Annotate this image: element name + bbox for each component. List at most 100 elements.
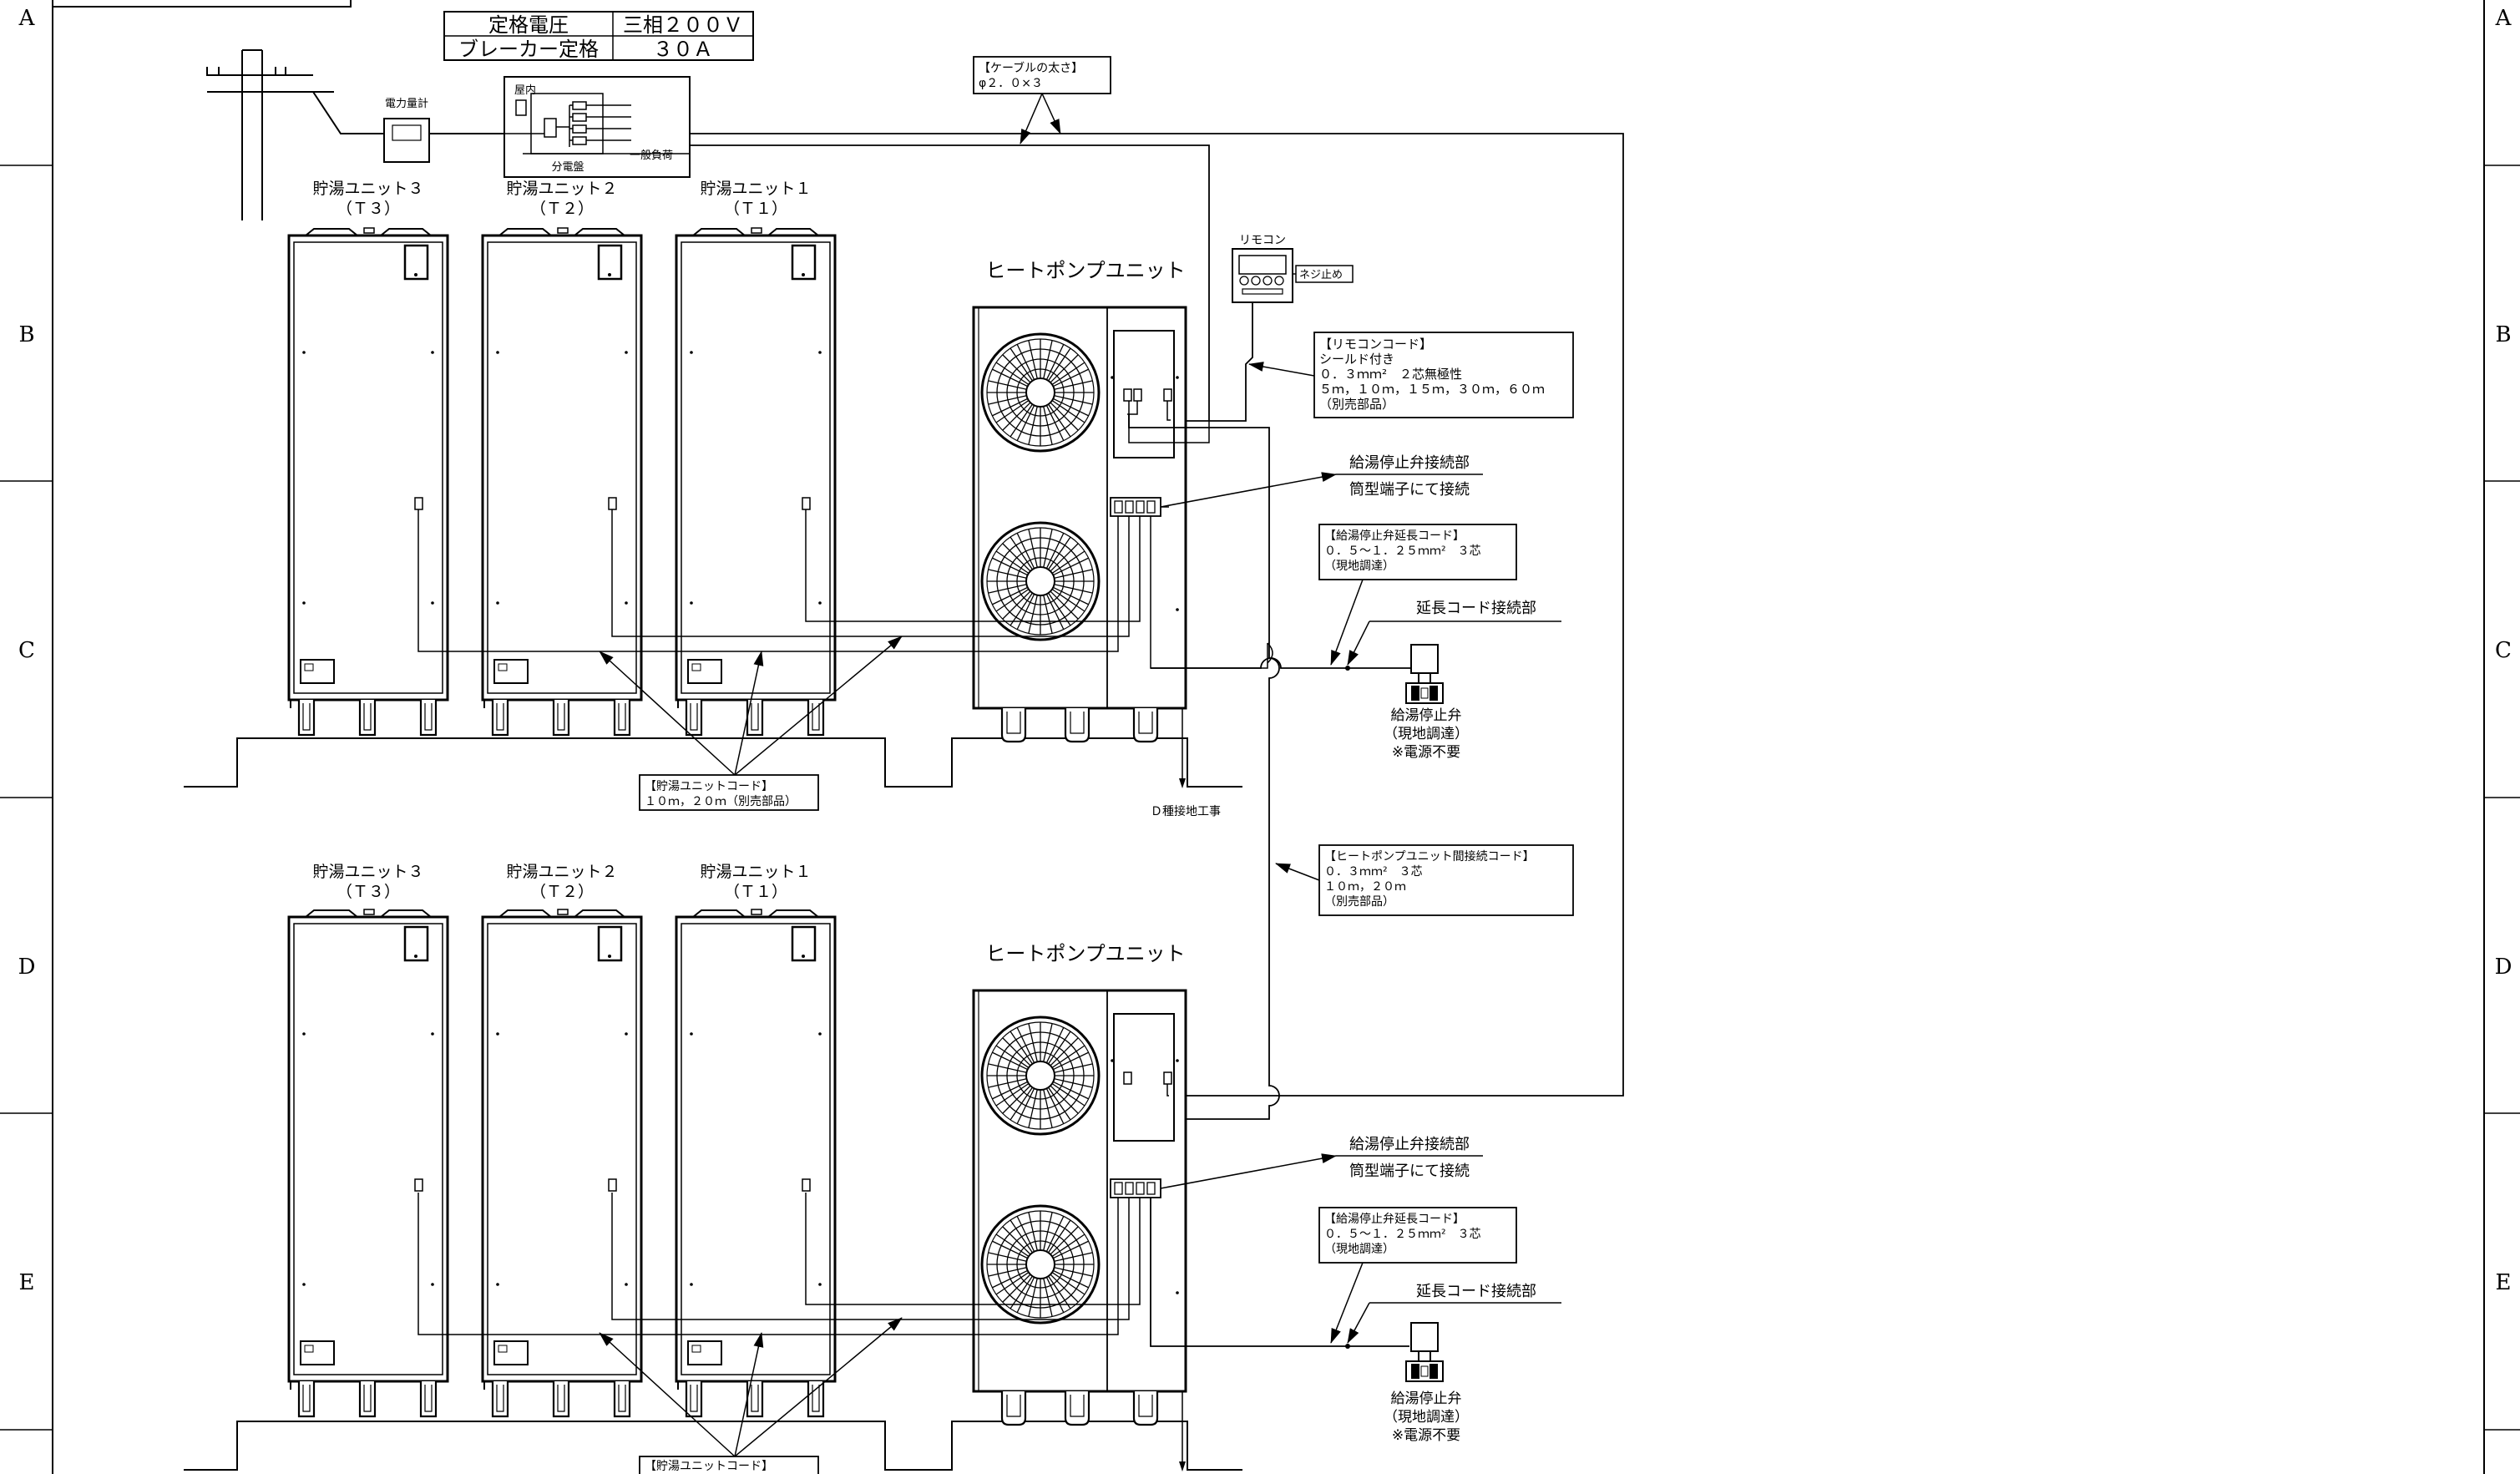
upper-heat-pump: ヒートポンプユニット — [974, 259, 1186, 742]
lower-valve-ext-cord-spec: ０．５～１．２５ｍｍ² ３芯 — [1324, 1228, 1481, 1241]
remote-cord-note: （別売部品） — [1319, 397, 1394, 412]
lower-tank-t2-code: （Ｔ２） — [530, 883, 594, 901]
upper-tank-cord-callout: 【貯湯ユニットコード】 １０ｍ，２０ｍ（別売部品） — [599, 636, 903, 811]
row-label-a-right: A — [2495, 6, 2512, 31]
hp-link-line — [1128, 414, 1280, 1120]
lower-tank-t3: 貯湯ユニット３ （Ｔ３） — [287, 863, 449, 1418]
distribution-panel: 屋内 分電盤 一般負荷 — [503, 76, 691, 178]
lower-tank-t1: 貯湯ユニット１ （Ｔ１） — [675, 863, 837, 1418]
upper-system: 貯湯ユニット３ （Ｔ３） 貯湯ユニット２ （Ｔ２） 貯湯ユニット１ （Ｔ１） ヒ… — [184, 180, 1561, 818]
row-label-c-left: C — [18, 638, 35, 663]
lower-tank-t1-label: 貯湯ユニット１ — [700, 863, 811, 881]
lower-tank-cord-callout: 【貯湯ユニットコード】 — [599, 1317, 903, 1474]
lower-heat-pump: ヒートポンプユニット — [974, 942, 1186, 1425]
lower-tank-t2-label: 貯湯ユニット２ — [506, 863, 617, 881]
remote-cord-callout: 【リモコンコード】 シールド付き ０．３ｍｍ² ２芯無極性 ５ｍ，１０ｍ，１５ｍ… — [1248, 332, 1574, 418]
row-label-c-right: C — [2495, 638, 2512, 663]
remote-cord-title: 【リモコンコード】 — [1319, 337, 1432, 352]
upper-tank-t2-code: （Ｔ２） — [530, 200, 594, 218]
cable-size-title: 【ケーブルの太さ】 — [979, 61, 1083, 75]
upper-tank-t1: 貯湯ユニット１ （Ｔ１） — [675, 180, 837, 737]
lower-tank-t3-label: 貯湯ユニット３ — [312, 863, 423, 881]
upper-tank-t1-label: 貯湯ユニット１ — [700, 180, 811, 198]
spec-rated-voltage-label: 定格電圧 — [488, 13, 569, 37]
row-label-e-left: E — [19, 1270, 35, 1295]
upper-tank-t3-label: 貯湯ユニット３ — [312, 180, 423, 198]
lower-system: 貯湯ユニット３ （Ｔ３） 貯湯ユニット２ （Ｔ２） 貯湯ユニット１ （Ｔ１） ヒ… — [184, 863, 1561, 1474]
lower-valve-ext-cord-callout: 【給湯停止弁延長コード】 ０．５～１．２５ｍｍ² ３芯 （現地調達） — [1318, 1207, 1517, 1344]
upper-valve-ext-cord-title: 【給湯停止弁延長コード】 — [1324, 529, 1465, 543]
remote-controller: リモコン ネジ止め — [1171, 234, 1354, 422]
utility-pole — [206, 49, 384, 220]
screw-label: ネジ止め — [1299, 269, 1343, 281]
upper-tank-t3-code: （Ｔ３） — [337, 200, 400, 218]
row-label-b-right: B — [2495, 322, 2511, 347]
remote-cord-spec: ０．３ｍｍ² ２芯無極性 — [1319, 367, 1462, 382]
upper-valve-ext-cord-source: （現地調達） — [1324, 560, 1394, 573]
upper-tank-t1-code: （Ｔ１） — [724, 200, 787, 218]
lower-valve-ext-cord-title: 【給湯停止弁延長コード】 — [1324, 1212, 1465, 1226]
hp-link-cord-note: （別売部品） — [1324, 895, 1394, 909]
spec-breaker-value: ３０Ａ — [653, 38, 713, 61]
upper-tank-cord-lengths: １０ｍ，２０ｍ（別売部品） — [645, 795, 797, 808]
hp-link-cord-spec: ０．３ｍｍ² ３芯 — [1324, 865, 1423, 879]
lower-valve-connection-line2: 筒型端子にて接続 — [1349, 1162, 1470, 1180]
lower-valve-label: 給湯停止弁 — [1391, 1390, 1462, 1407]
row-label-d-right: D — [2495, 955, 2512, 980]
lower-valve-note: ※電源不要 — [1392, 1427, 1460, 1444]
upper-valve-note: ※電源不要 — [1392, 744, 1460, 761]
indoor-label: 屋内 — [514, 84, 536, 97]
upper-valve-ext-cord-spec: ０．５～１．２５ｍｍ² ３芯 — [1324, 545, 1481, 558]
upper-terminal-block — [1110, 497, 1161, 517]
lower-heat-pump-label: ヒートポンプユニット — [985, 942, 1185, 965]
row-label-e-right: E — [2496, 1270, 2512, 1295]
row-label-a-left: A — [18, 6, 36, 31]
upper-tank-t2: 貯湯ユニット２ （Ｔ２） — [481, 180, 643, 737]
spec-rated-voltage-value: 三相２００Ｖ — [623, 13, 743, 37]
hp-link-cord-callout: 【ヒートポンプユニット間接続コード】 ０．３ｍｍ² ３芯 １０ｍ，２０ｍ （別売… — [1275, 844, 1574, 916]
lower-tank-cord-title: 【貯湯ユニットコード】 — [645, 1459, 773, 1473]
cable-size-value: φ２．０×３ — [979, 77, 1043, 90]
upper-heat-pump-label: ヒートポンプユニット — [985, 259, 1185, 282]
upper-tank-cord-title: 【貯湯ユニットコード】 — [645, 779, 773, 793]
lower-valve-ext-cord-source: （現地調達） — [1324, 1243, 1394, 1256]
spec-table: 定格電圧 三相２００Ｖ ブレーカー定格 ３０Ａ — [443, 11, 754, 61]
row-label-d-left: D — [18, 955, 36, 980]
power-meter-label: 電力量計 — [385, 97, 428, 110]
upper-valve-label: 給湯停止弁 — [1391, 707, 1462, 724]
lower-valve-source: （現地調達） — [1384, 1409, 1469, 1426]
lower-tank-t3-code: （Ｔ３） — [337, 883, 400, 901]
lower-foundation — [184, 1421, 1242, 1471]
row-label-b-left: B — [18, 322, 34, 347]
upper-tank-t3: 貯湯ユニット３ （Ｔ３） — [287, 180, 449, 737]
lower-tank-t1-code: （Ｔ１） — [724, 883, 787, 901]
hp-link-cord-lengths: １０ｍ，２０ｍ — [1324, 880, 1406, 894]
panel-label: 分電盤 — [551, 161, 584, 174]
spec-breaker-label: ブレーカー定格 — [458, 38, 599, 61]
general-load-label: 一般負荷 — [630, 149, 673, 162]
upper-ext-connection-label: 延長コード接続部 — [1416, 600, 1536, 617]
grounding-label: Ｄ種接地工事 — [1151, 804, 1221, 818]
upper-valve-ext-cord-callout: 【給湯停止弁延長コード】 ０．５～１．２５ｍｍ² ３芯 （現地調達） — [1318, 524, 1517, 666]
lower-internal-wiring — [417, 1084, 1169, 1335]
lower-terminal-block — [1110, 1178, 1161, 1198]
lower-ext-connection-label: 延長コード接続部 — [1416, 1283, 1536, 1300]
lower-valve-connection-line1: 給湯停止弁接続部 — [1349, 1136, 1470, 1153]
lower-valve-wiring — [1150, 1198, 1409, 1347]
remote-cord-lengths: ５ｍ，１０ｍ，１５ｍ，３０ｍ，６０ｍ — [1319, 382, 1545, 397]
upper-valve-source: （現地調達） — [1384, 726, 1469, 742]
main-power-feed — [690, 133, 1624, 1097]
hp-link-cord-title: 【ヒートポンプユニット間接続コード】 — [1324, 849, 1535, 864]
cable-size-callout: 【ケーブルの太さ】 φ２．０×３ — [973, 56, 1111, 144]
remote-cord-shield: シールド付き — [1319, 352, 1394, 367]
upper-internal-wiring — [417, 401, 1273, 669]
upper-tank-t2-label: 貯湯ユニット２ — [506, 180, 617, 198]
lower-tank-t2: 貯湯ユニット２ （Ｔ２） — [481, 863, 643, 1418]
power-meter: 電力量計 — [383, 97, 430, 163]
upper-valve-connection-line2: 筒型端子にて接続 — [1349, 481, 1470, 499]
upper-foundation — [184, 737, 1242, 788]
upper-valve-wiring — [1151, 657, 1409, 669]
remote-label: リモコン — [1239, 234, 1286, 247]
